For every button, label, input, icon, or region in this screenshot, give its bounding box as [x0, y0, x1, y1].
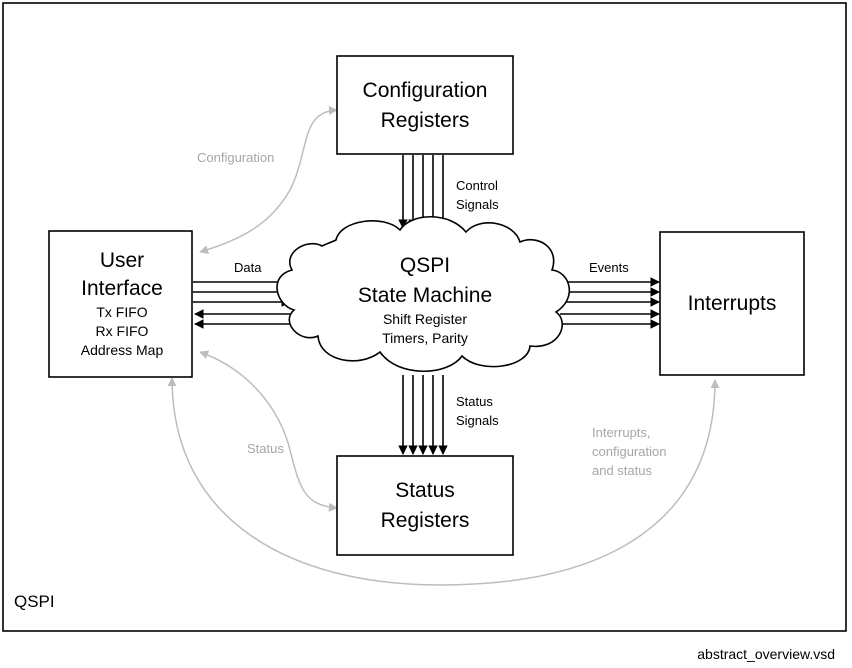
user-interface-rx-fifo: Rx FIFO: [96, 323, 149, 339]
state-machine-title-2: State Machine: [358, 284, 492, 307]
control-signals-bus: [398, 155, 448, 229]
interrupts-box: [659, 231, 805, 376]
status-registers-box: [336, 455, 514, 556]
user-interface-title-2: Interface: [81, 277, 163, 300]
state-machine-title-1: QSPI: [400, 254, 450, 277]
interrupts-connector-label-2: configuration: [592, 444, 666, 459]
configuration-connector-label: Configuration: [197, 150, 274, 165]
user-interface-address-map: Address Map: [81, 342, 164, 358]
control-signals-label-1: Control: [456, 178, 498, 193]
data-bus: [193, 277, 292, 329]
status-signals-bus: [398, 375, 448, 455]
user-interface-box: [48, 230, 193, 378]
status-connector: [199, 350, 338, 512]
configuration-registers-box: [336, 55, 514, 155]
control-signals-label-2: Signals: [456, 197, 499, 212]
state-machine-shift-register: Shift Register: [383, 311, 467, 327]
status-registers-title-1: Status: [395, 479, 455, 502]
status-signals-label-1: Status: [456, 394, 493, 409]
configuration-connector: [199, 105, 338, 254]
status-registers-title-2: Registers: [381, 509, 470, 532]
qspi-boundary-label: QSPI: [14, 592, 55, 611]
interrupts-title: Interrupts: [688, 292, 777, 315]
events-label: Events: [589, 260, 629, 275]
events-bus: [560, 277, 660, 329]
interrupts-connector-label-3: and status: [592, 463, 652, 478]
state-machine-cloud: [276, 215, 571, 372]
filename-label: abstract_overview.vsd: [697, 646, 835, 662]
user-interface-tx-fifo: Tx FIFO: [96, 304, 147, 320]
data-label: Data: [234, 260, 262, 275]
qspi-outer-boundary: [2, 2, 847, 632]
state-machine-timers-parity: Timers, Parity: [382, 330, 468, 346]
status-connector-label: Status: [247, 441, 284, 456]
config-registers-title-1: Configuration: [363, 79, 488, 102]
interrupts-config-status-connector: [167, 377, 720, 586]
config-registers-title-2: Registers: [381, 109, 470, 132]
user-interface-title-1: User: [100, 249, 144, 272]
interrupts-connector-label-1: Interrupts,: [592, 425, 651, 440]
status-signals-label-2: Signals: [456, 413, 499, 428]
